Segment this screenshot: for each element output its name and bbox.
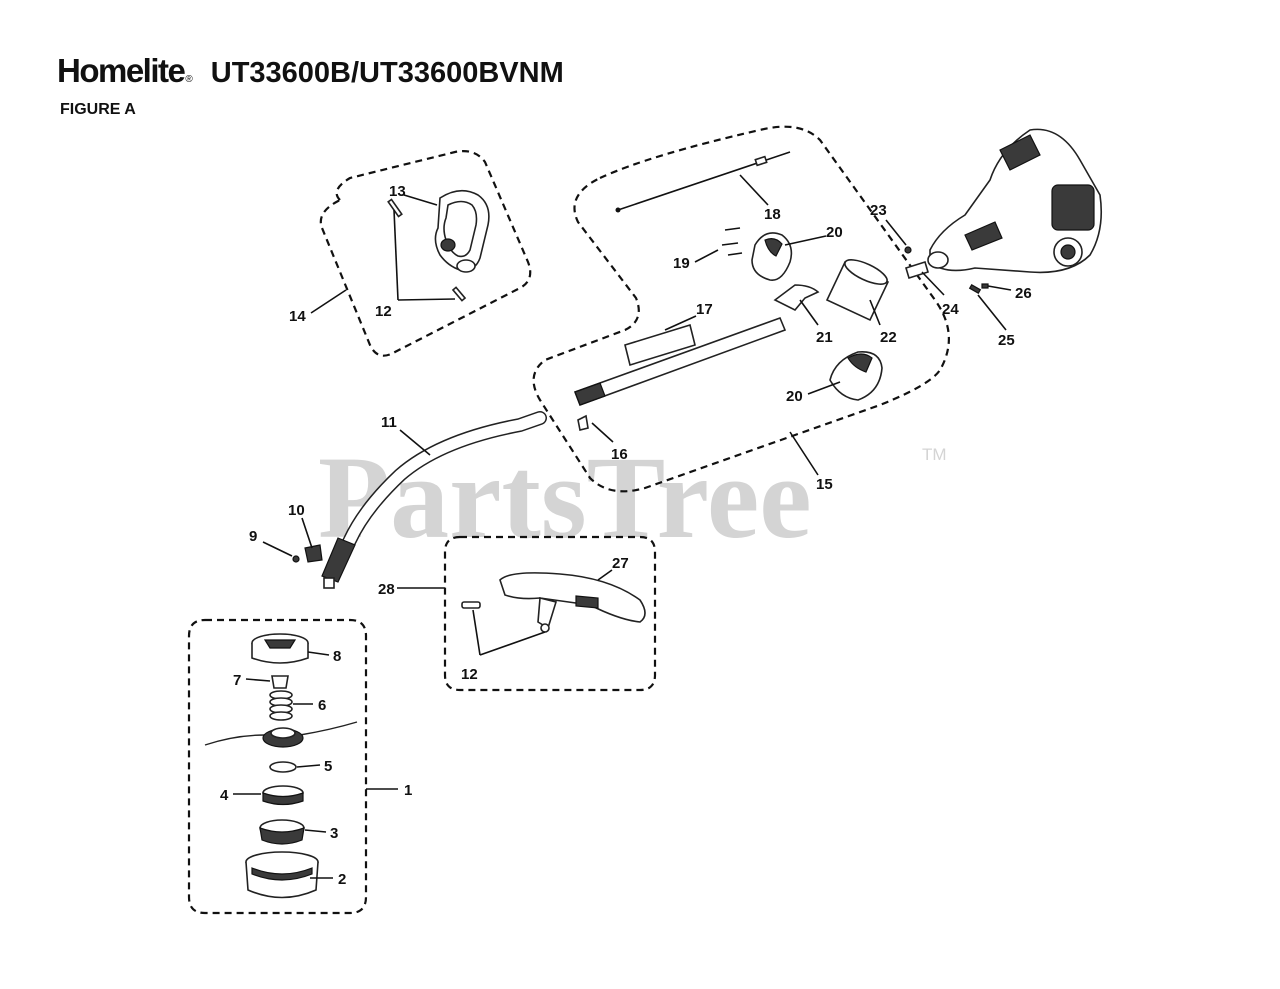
callout-6: 6 <box>318 697 326 714</box>
screw-9 <box>292 555 300 563</box>
assist-handle <box>434 189 490 273</box>
upper-shaft <box>573 316 787 407</box>
callout-15: 15 <box>816 476 833 493</box>
nut-26 <box>981 283 989 289</box>
callout-7: 7 <box>233 672 241 689</box>
callout-28: 28 <box>378 581 395 598</box>
handle-screw-bottom <box>451 286 467 302</box>
guard-screw <box>461 601 481 609</box>
washer <box>269 761 297 773</box>
model-number: UT33600B/UT33600BVNM <box>210 57 564 89</box>
watermark-text: PartsTree <box>318 432 812 563</box>
throttle-housing-upper-detail <box>764 238 783 257</box>
leader-lines <box>233 174 1012 879</box>
bolt <box>904 246 912 254</box>
spring <box>905 260 929 280</box>
callout-17: 17 <box>696 301 713 318</box>
callout-20-upper: 20 <box>826 224 843 241</box>
callout-4: 4 <box>220 787 229 804</box>
ratchet <box>259 819 305 845</box>
spool-cover <box>251 633 309 664</box>
callout-27: 27 <box>612 555 629 572</box>
bump-knob <box>271 675 289 689</box>
engine-unit <box>927 128 1103 274</box>
trimmer-housing <box>245 851 319 899</box>
group-15-boundary <box>532 125 950 493</box>
handle-screw-top <box>387 198 403 218</box>
callout-13: 13 <box>389 183 406 200</box>
callout-12-handle: 12 <box>375 303 392 320</box>
shaft-decal <box>624 323 696 367</box>
callout-23: 23 <box>870 202 887 219</box>
throttle-housing-lower <box>829 351 883 401</box>
callout-8: 8 <box>333 648 341 665</box>
figure-label: FIGURE A <box>60 101 136 118</box>
callout-26: 26 <box>1015 285 1032 302</box>
callout-5: 5 <box>324 758 332 775</box>
callout-22: 22 <box>880 329 897 346</box>
clamp-10 <box>304 544 323 563</box>
guard-nut <box>540 623 550 633</box>
callout-9: 9 <box>249 528 257 545</box>
callout-18: 18 <box>764 206 781 223</box>
hub <box>262 785 304 806</box>
callout-12-guard: 12 <box>461 666 478 683</box>
callout-16: 16 <box>611 446 628 463</box>
registered-mark: ® <box>185 74 193 85</box>
spool-with-line <box>204 721 358 748</box>
callout-24: 24 <box>942 301 959 318</box>
housing-pins <box>721 227 743 256</box>
callout-14: 14 <box>289 308 306 325</box>
callout-10: 10 <box>288 502 305 519</box>
spring-6 <box>269 690 293 721</box>
group-28-boundary <box>443 535 657 692</box>
callout-1: 1 <box>404 782 412 799</box>
callout-3: 3 <box>330 825 338 842</box>
callout-19: 19 <box>673 255 690 272</box>
drive-shaft-tube <box>321 411 547 589</box>
grip-sleeve <box>825 259 890 322</box>
group-1-boundary <box>187 618 368 915</box>
throttle-cable <box>615 151 791 213</box>
group-14-boundary <box>319 150 532 357</box>
callout-21: 21 <box>816 329 833 346</box>
shaft-screw <box>577 414 589 431</box>
callout-2: 2 <box>338 871 346 888</box>
line-guard <box>499 572 646 630</box>
watermark-trademark: TM <box>922 445 947 464</box>
diagram-header: Homelite® UT33600B/UT33600BVNM <box>57 52 564 90</box>
callout-11: 11 <box>381 414 397 431</box>
screw-25 <box>968 283 982 295</box>
brand-logo: Homelite <box>57 52 186 89</box>
trigger <box>773 284 820 311</box>
callout-25: 25 <box>998 332 1015 349</box>
callout-20-lower: 20 <box>786 388 803 405</box>
